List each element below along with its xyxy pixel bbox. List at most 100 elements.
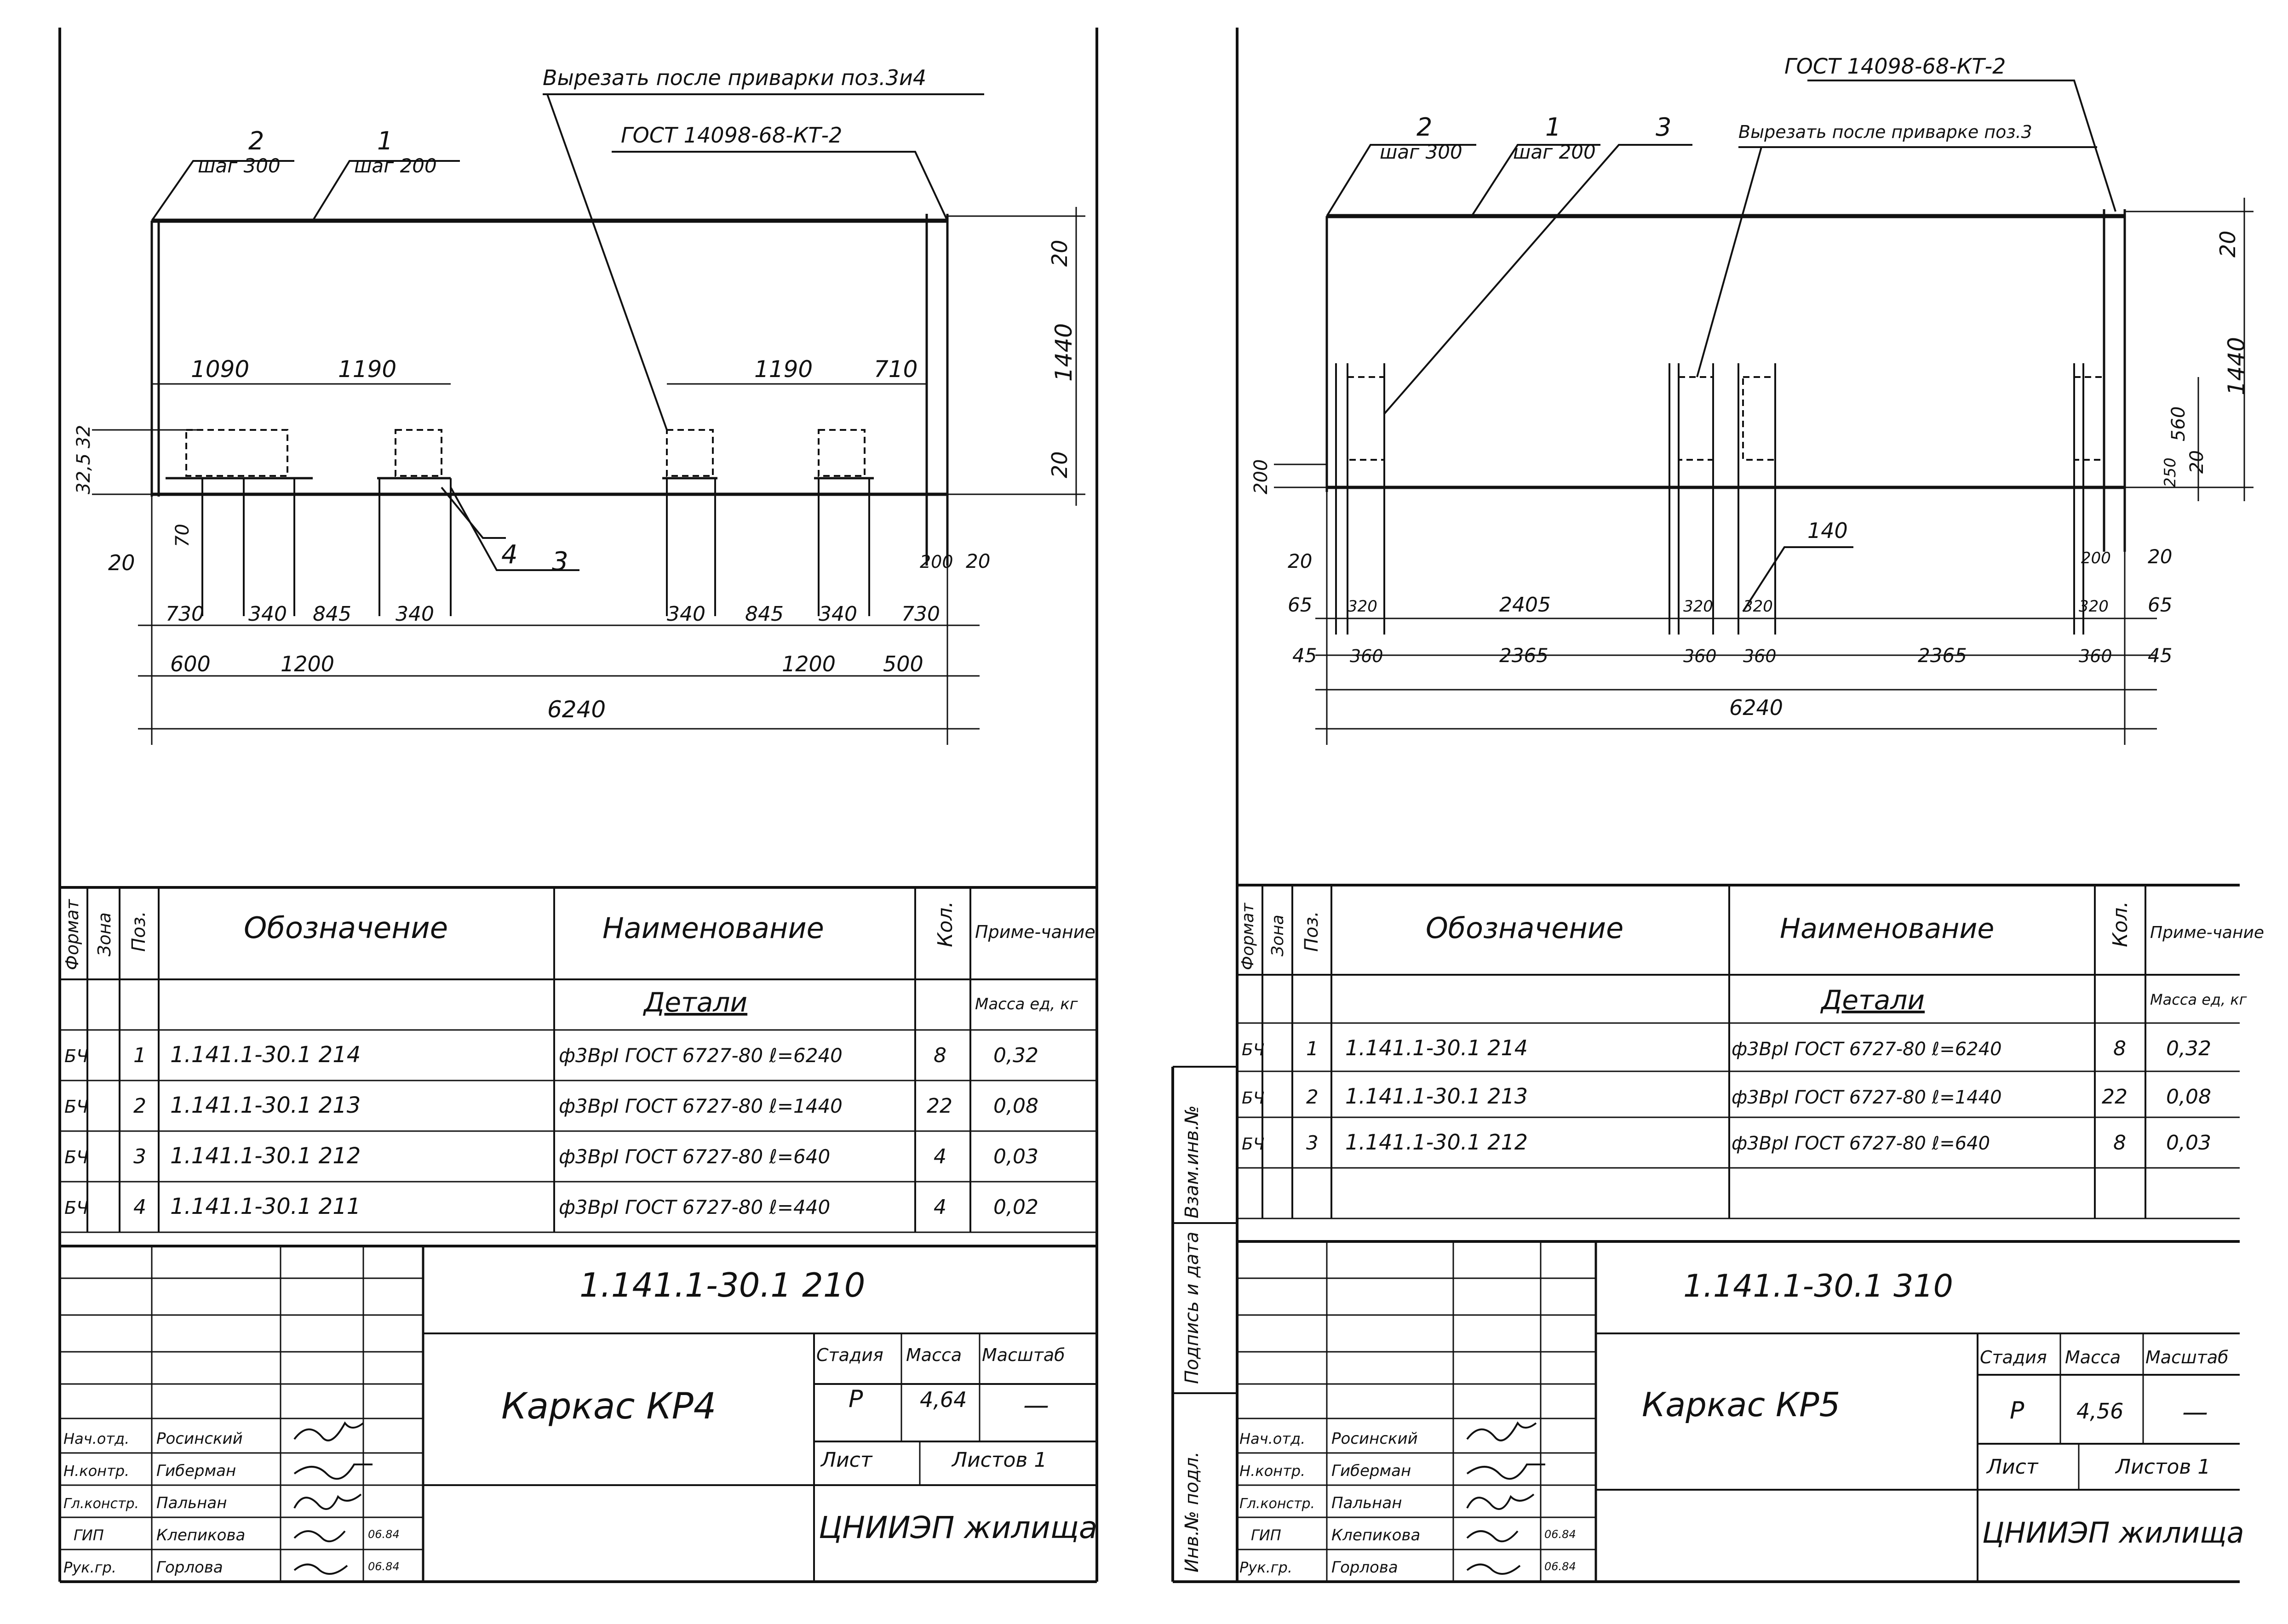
signatory-row: Гл.констр. Пальнан: [63, 1494, 227, 1512]
dim-text: 200: [920, 552, 953, 572]
row-designation: 1.141.1-30.1 213: [170, 1092, 361, 1118]
callout-pos1-step: шаг 200: [1513, 141, 1596, 163]
date: 06.84: [1544, 1528, 1576, 1541]
person-name: Гиберман: [1331, 1462, 1411, 1480]
role: Гл.констр.: [1239, 1496, 1315, 1512]
dim-text: 320: [1743, 597, 1773, 616]
doc-code: 1.141.1-30.1 210: [579, 1266, 865, 1304]
row-designation: 1.141.1-30.1 213: [1345, 1084, 1528, 1109]
person-name: Клепикова: [156, 1526, 245, 1544]
callout-pos2-step: шаг 300: [1380, 141, 1462, 163]
org-name: ЦНИИЭП жилища: [819, 1510, 1097, 1545]
spec-row: БЧ 2 1.141.1-30.1 213 ф3ВрI ГОСТ 6727-80…: [64, 1092, 1038, 1118]
gost-note: ГОСТ 14098-68-КТ-2: [1784, 54, 2006, 79]
dim-text: 32: [73, 425, 94, 448]
row-pos: 3: [133, 1145, 146, 1168]
callout-pos3: 3: [552, 547, 568, 577]
dim-text: 1440: [1050, 323, 1077, 382]
header-pos: Поз.: [1301, 911, 1322, 952]
row-qty: 8: [2113, 1131, 2126, 1155]
spec-row: БЧ 4 1.141.1-30.1 211 ф3ВрI ГОСТ 6727-80…: [64, 1194, 1038, 1219]
dim-text: 32,5: [73, 453, 94, 494]
frame-drawing-kr5: [1274, 80, 2254, 745]
signature-marks: [293, 1421, 373, 1575]
dim-text: 340: [819, 602, 857, 626]
dim-text: 360: [2079, 646, 2112, 666]
dim-text: 730: [901, 602, 940, 626]
org-name: ЦНИИЭП жилища: [1982, 1516, 2244, 1550]
dim-text: 250: [2161, 457, 2179, 487]
scale-value: —: [1023, 1390, 1049, 1420]
row-format: БЧ: [64, 1147, 88, 1167]
dim-total: 6240: [547, 696, 606, 723]
dim-text: 200: [1250, 459, 1272, 494]
row-designation: 1.141.1-30.1 211: [170, 1194, 361, 1219]
callout-pos2-step: шаг 300: [198, 154, 281, 177]
dim-text: 2365: [1918, 644, 1967, 667]
header-note: Приме-чание: [975, 922, 1095, 942]
row-pos: 1: [1306, 1037, 1319, 1060]
role: Нач.отд.: [63, 1430, 129, 1447]
row-mass: 0,03: [993, 1145, 1038, 1168]
dim-text: 730: [166, 602, 204, 626]
row-name: ф3ВрI ГОСТ 6727-80 ℓ=640: [559, 1145, 830, 1168]
sheet-left: Вырезать после приварки поз.3и4 ГОСТ 140…: [58, 28, 1098, 1583]
header-qty: Кол.: [2109, 901, 2132, 947]
dim-text: 2365: [1499, 644, 1548, 667]
row-name: ф3ВрI ГОСТ 6727-80 ℓ=1440: [1732, 1087, 2002, 1108]
role: Рук.гр.: [1239, 1559, 1292, 1576]
doc-title: Каркас КР4: [501, 1386, 716, 1427]
dim-text: 20: [1047, 451, 1072, 478]
dim-text: 20: [1288, 550, 1312, 572]
row-pos: 4: [133, 1195, 146, 1219]
mass-label: Масса: [2065, 1347, 2121, 1367]
signature-marks: [1466, 1421, 1545, 1575]
signatory-row: Рук.гр. Горлова 06.84: [1239, 1558, 1576, 1577]
role: Н.контр.: [63, 1462, 129, 1480]
dim-text: 1200: [782, 652, 836, 676]
row-mass: 0,32: [2166, 1037, 2211, 1060]
dim-text: 1200: [281, 652, 334, 676]
sheets-count: Листов 1: [951, 1448, 1047, 1472]
row-mass: 0,32: [993, 1044, 1038, 1067]
row-format: БЧ: [64, 1097, 88, 1117]
dim-text: 845: [313, 602, 351, 626]
signatory-row: Нач.отд. Росинский: [63, 1430, 243, 1448]
dim-text: 200: [2081, 549, 2111, 567]
row-designation: 1.141.1-30.1 214: [1345, 1035, 1528, 1060]
role: Рук.гр.: [63, 1559, 116, 1576]
header-format: Формат: [62, 898, 82, 970]
mass-label: Масса: [906, 1345, 962, 1365]
callout-pos4: 4: [501, 540, 518, 570]
header-zone: Зона: [94, 912, 115, 956]
side-label-sign: Подпись и дата: [1181, 1232, 1203, 1384]
dim-text: 600: [170, 652, 211, 676]
sheet-label: Лист: [820, 1448, 873, 1472]
sheet-right: Взам.инв.№ Подпись и дата Инв.№ подл.: [1171, 28, 2264, 1583]
role: Нач.отд.: [1239, 1430, 1305, 1447]
sheets-count: Листов 1: [2115, 1455, 2210, 1479]
date: 06.84: [368, 1560, 400, 1573]
signatory-row: Гл.констр. Пальнан: [1239, 1494, 1402, 1512]
mass-unit: Масса ед, кг: [2150, 991, 2247, 1008]
dim-text: 2405: [1499, 593, 1551, 617]
spec-table-right: [1237, 884, 2240, 1219]
header-name: Наименование: [602, 911, 824, 945]
role: ГИП: [1251, 1527, 1281, 1544]
dim-text: 1190: [754, 356, 813, 383]
doc-title: Каркас КР5: [1642, 1385, 1840, 1424]
callout-pos3: 3: [1656, 113, 1671, 142]
mass-value: 4,64: [920, 1387, 967, 1412]
sheet-label: Лист: [1986, 1455, 2039, 1479]
role: Н.контр.: [1239, 1462, 1305, 1480]
spec-row: БЧ 1 1.141.1-30.1 214 ф3ВрI ГОСТ 6727-80…: [64, 1042, 1038, 1068]
header-zone: Зона: [1268, 915, 1287, 956]
stage-value: Р: [849, 1385, 863, 1413]
dim-text: 45: [2148, 644, 2172, 667]
header-designation: Обозначение: [244, 911, 448, 945]
header-format: Формат: [1239, 903, 1257, 970]
signatory-row: Н.контр. Гиберман: [1239, 1462, 1411, 1480]
header-qty: Кол.: [934, 901, 957, 947]
